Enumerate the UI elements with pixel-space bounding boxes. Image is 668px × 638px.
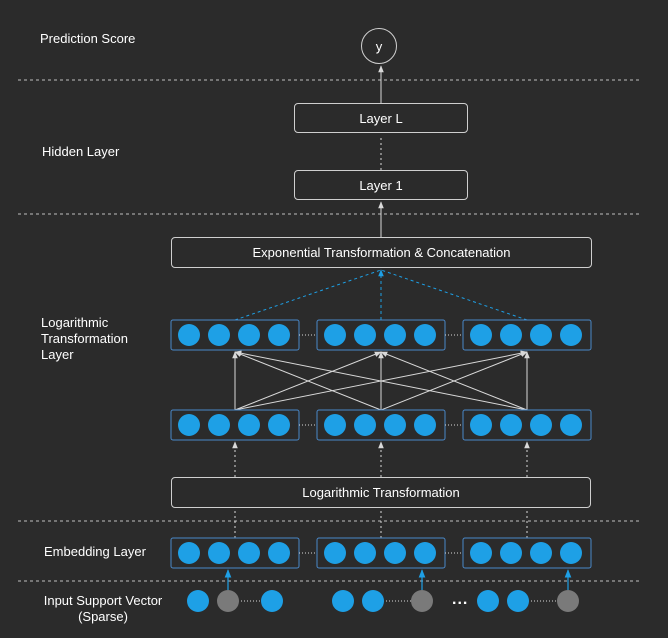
log-lower-neuron-3-2 xyxy=(500,414,522,436)
full-link-3-1 xyxy=(234,350,528,411)
blue-link-3 xyxy=(380,269,528,321)
log-lower-neuron-3-3 xyxy=(530,414,552,436)
log-upper-neuron-1-2 xyxy=(208,324,230,346)
log-lower-neuron-3-4 xyxy=(560,414,582,436)
label-input-support-vector: Input Support Vector (Sparse) xyxy=(43,593,163,624)
input-neuron-5 xyxy=(362,590,384,612)
log-upper-neuron-1-4 xyxy=(268,324,290,346)
blue-link-1 xyxy=(234,269,382,321)
embedding-neuron-1-2 xyxy=(208,542,230,564)
embedding-neuron-2-4 xyxy=(414,542,436,564)
log-upper-neuron-2-4 xyxy=(414,324,436,346)
embedding-neuron-2-3 xyxy=(384,542,406,564)
input-neuron-8 xyxy=(507,590,529,612)
log-lower-neuron-3-1 xyxy=(470,414,492,436)
input-neuron-4 xyxy=(332,590,354,612)
embedding-neuron-2-2 xyxy=(354,542,376,564)
label-embedding-layer: Embedding Layer xyxy=(44,544,146,559)
log-upper-group-3 xyxy=(462,319,592,351)
full-link-2-1 xyxy=(234,351,382,411)
log-upper-neuron-3-2 xyxy=(500,324,522,346)
log-upper-neuron-3-4 xyxy=(560,324,582,346)
full-link-3-2 xyxy=(380,351,528,411)
log-lower-neuron-1-4 xyxy=(268,414,290,436)
label-hidden-layer: Hidden Layer xyxy=(42,144,120,159)
log-upper-neuron-2-3 xyxy=(384,324,406,346)
exp-concat-box: Exponential Transformation & Concatenati… xyxy=(171,237,592,268)
embedding-neuron-1-1 xyxy=(178,542,200,564)
input-neuron-2 xyxy=(217,590,239,612)
log-lower-neuron-2-4 xyxy=(414,414,436,436)
log-lower-neuron-1-2 xyxy=(208,414,230,436)
log-lower-group-3 xyxy=(462,409,592,441)
input-neuron-3 xyxy=(261,590,283,612)
label-logarithmic-transformation-layer: Logarithmic Transformation Layer xyxy=(41,315,128,362)
embedding-neuron-1-4 xyxy=(268,542,290,564)
log-transform-box: Logarithmic Transformation xyxy=(171,477,591,508)
embedding-neuron-3-1 xyxy=(470,542,492,564)
log-upper-neuron-1-3 xyxy=(238,324,260,346)
embedding-neuron-2-1 xyxy=(324,542,346,564)
embedding-neuron-3-3 xyxy=(530,542,552,564)
embedding-group-3 xyxy=(462,537,592,569)
log-upper-neuron-2-1 xyxy=(324,324,346,346)
log-lower-neuron-2-3 xyxy=(384,414,406,436)
label-prediction-score: Prediction Score xyxy=(40,31,136,46)
input-neuron-1 xyxy=(187,590,209,612)
log-lower-neuron-1-3 xyxy=(238,414,260,436)
layer-l-box: Layer L xyxy=(294,103,468,133)
log-lower-neuron-2-1 xyxy=(324,414,346,436)
log-upper-neuron-3-3 xyxy=(530,324,552,346)
embedding-neuron-3-4 xyxy=(560,542,582,564)
input-neuron-7 xyxy=(477,590,499,612)
input-neuron-9 xyxy=(557,590,579,612)
log-upper-neuron-1-1 xyxy=(178,324,200,346)
embedding-neuron-1-3 xyxy=(238,542,260,564)
log-lower-neuron-1-1 xyxy=(178,414,200,436)
input-neuron-6 xyxy=(411,590,433,612)
log-lower-neuron-2-2 xyxy=(354,414,376,436)
log-upper-neuron-2-2 xyxy=(354,324,376,346)
embedding-neuron-3-2 xyxy=(500,542,522,564)
input-ellipsis: ... xyxy=(452,591,469,608)
log-upper-neuron-3-1 xyxy=(470,324,492,346)
output-node: y xyxy=(361,28,397,64)
layer-1-box: Layer 1 xyxy=(294,170,468,200)
